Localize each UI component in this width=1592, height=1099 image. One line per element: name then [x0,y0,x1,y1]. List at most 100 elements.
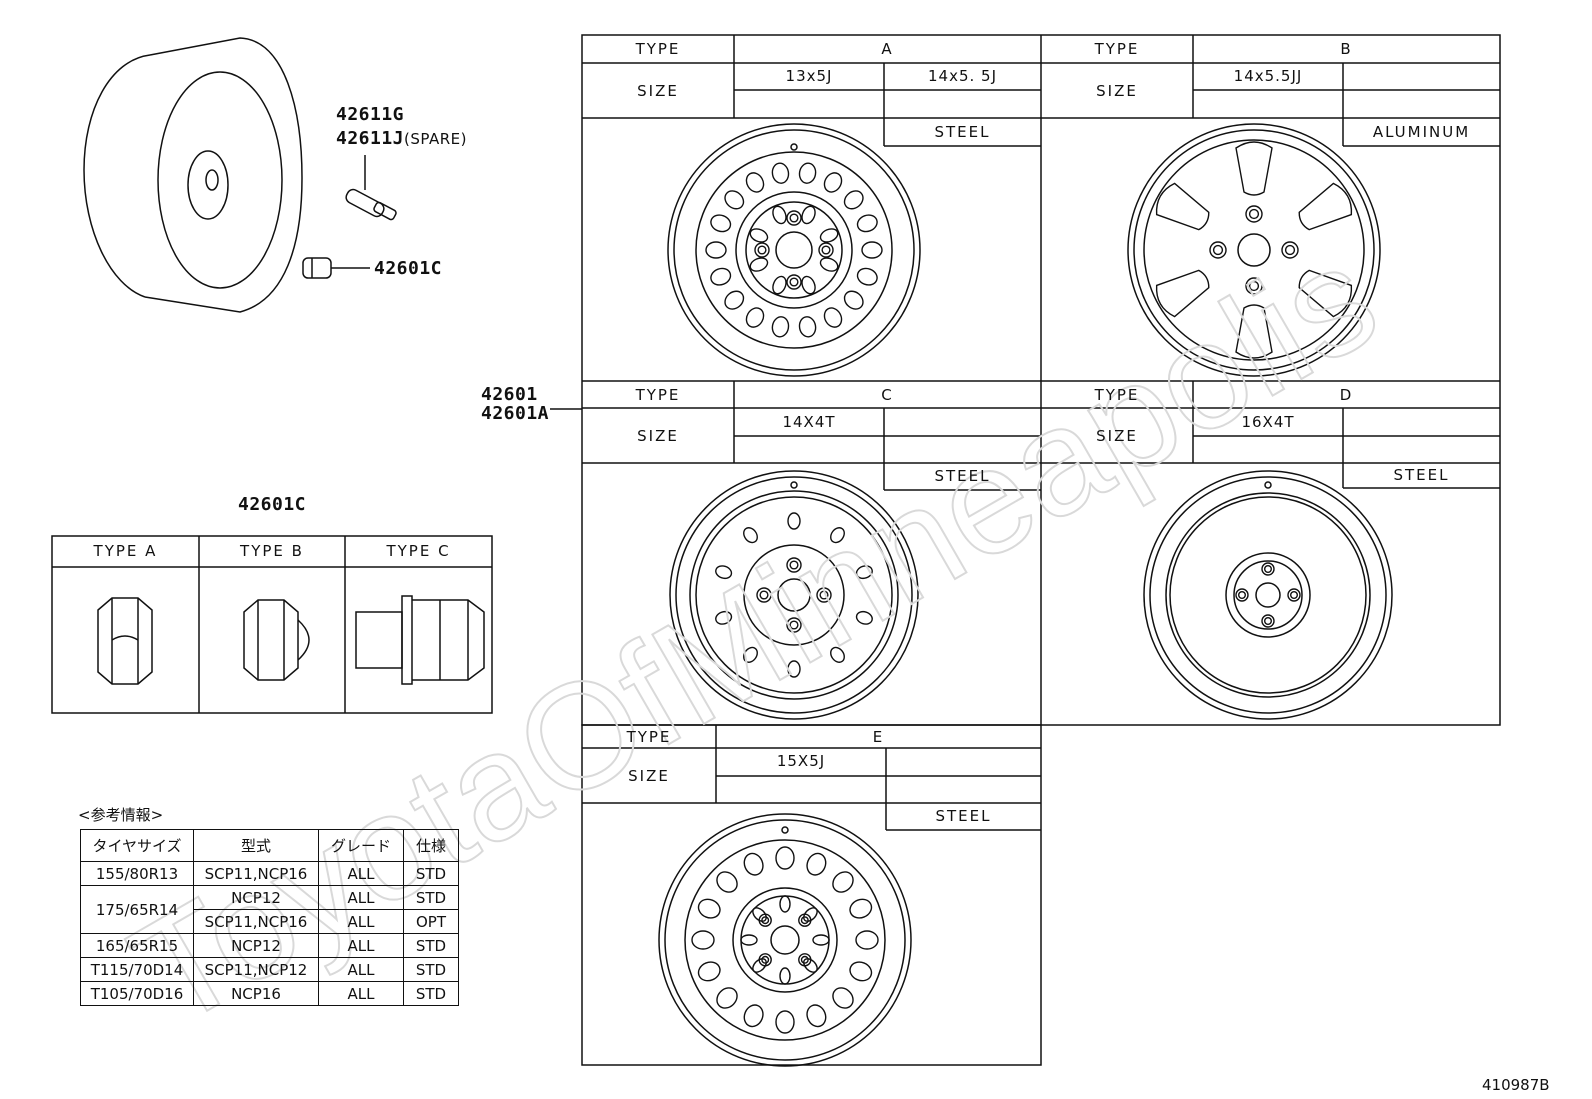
wheel-a-size-2: 14x5. 5J [927,67,997,85]
wheel-c-vent-hole [715,565,733,580]
wheel-a-hub-slot [801,275,816,295]
wheel-a-drawing [667,123,921,377]
wheel-e-hub-slot [803,907,818,922]
ref-cell: NCP12 [193,885,319,910]
wheel-c-vent-hole [743,646,758,663]
wheel-b-lug-hole [1248,280,1260,292]
ref-header-spec: 仕様 [403,829,459,862]
wheel-c-lug-hole [819,590,829,600]
wheel-b-spoke-window [1155,182,1210,231]
wheel-b-spoke-window [1298,269,1353,318]
wheel-c-type-label: TYPE [635,386,681,404]
ref-cell: ALL [318,981,404,1006]
wheel-c-vent-hole [715,610,733,625]
wheel-d-lug-hole [1263,617,1272,626]
wheel-e-hub-slot [803,958,818,973]
wheel-d-lug-hole [1235,588,1249,602]
wheel-e-hub-slot [740,934,758,946]
wheel-a-vent-hole [798,316,817,338]
wheel-b-lug-hole [1209,241,1227,259]
wheel-d-size-label: SIZE [1096,427,1138,445]
wheel-a-vent-hole [745,172,765,193]
wheel-a-vent-hole [710,214,732,233]
wheel-e-hub-slot [752,907,767,922]
wheel-a-lug-hole [818,242,834,258]
wheel-e-vent-hole [855,930,879,950]
lug-nut-small-icon [302,257,370,279]
wheel-d-lug-hole [1237,591,1246,600]
wheel-d-size-1: 16X4T [1241,413,1295,431]
wheel-a-vent-hole [710,267,732,286]
reference-header-row: タイヤサイズ 型式 グレード 仕様 [80,829,459,862]
wheel-d-type-label: TYPE [1094,386,1140,404]
table-row: SCP11,NCP16 ALL OPT [81,909,459,934]
wheel-a-size-label: SIZE [637,82,679,100]
ref-cell: STD [403,957,459,982]
wheel-c-size-label: SIZE [637,427,679,445]
wheel-c-vent-hole [855,610,873,625]
wheel-d-type: D [1339,386,1354,404]
wheel-e-vent-hole [775,1010,795,1034]
wheel-a-hub-slot [772,275,787,295]
part-number-42601c: 42601C [374,258,443,279]
wheel-a-lug-hole [786,210,802,226]
wheel-a-lug-hole [821,245,831,255]
ref-cell: ALL [318,861,404,886]
ref-cell: STD [403,933,459,958]
wheel-c-vent-hole [787,660,801,678]
ref-cell: NCP12 [193,933,319,958]
wheel-a-vent-hole [843,190,864,210]
wheel-a-vent-hole [745,307,765,328]
nut-type-a-icon [97,597,153,685]
nut-type-b-label: TYPE B [240,542,304,560]
ref-cell: STD [403,885,459,910]
wheel-b-material: ALUMINUM [1372,123,1471,141]
wheel-e-vent-hole [849,961,873,982]
wheel-d-lug-hole [1261,614,1275,628]
diagram-code: 410987B [1482,1076,1550,1094]
wheel-e-type: E [872,728,885,746]
wheel-d-drawing [1143,470,1393,720]
ref-header-grade: グレード [318,829,404,862]
wheel-e-lug-hole [761,955,770,964]
wheel-c-lug-hole [789,560,799,570]
wheel-a-hub-slot [801,205,816,225]
ref-cell: ALL [318,909,404,934]
wheel-a-hub-slot [749,228,769,243]
wheel-a-lug-hole [757,245,767,255]
nut-type-table [51,535,493,714]
nut-type-c-icon [355,595,485,685]
wheel-a-lug-hole [789,213,799,223]
wheel-c-vent-hole [830,646,845,663]
wheel-e-vent-hole [691,930,715,950]
wheel-e-material: STEEL [935,807,992,825]
wheel-a-vent-hole [823,172,843,193]
wheel-c-size-1: 14X4T [782,413,836,431]
wheel-e-lug-hole [761,916,770,925]
valve-stem-icon [345,155,397,221]
nut-type-c-label: TYPE C [386,542,451,560]
wheel-a-vent-hole [771,162,790,184]
wheel-b-drawing [1127,123,1381,377]
wheel-b-spoke-window [1155,269,1210,318]
table-row: 165/65R15 NCP12 ALL STD [80,933,459,958]
wheel-e-vent-hole [832,871,854,893]
wheel-e-vent-hole [743,852,764,876]
nut-type-a-label: TYPE A [93,542,158,560]
wheel-c-vent-hole [743,527,758,544]
wheel-c-material: STEEL [934,467,991,485]
wheel-e-size-label: SIZE [628,767,670,785]
wheel-c-drawing [669,470,919,720]
wheel-c-vent-hole [787,512,801,530]
wheel-a-vent-hole [843,290,864,310]
ref-cell: SCP11,NCP16 [193,861,319,886]
wheel-e-lug-hole [800,955,809,964]
ref-cell: 165/65R15 [80,933,194,958]
wheel-e-hub-slot [779,967,791,985]
part-number-42601a: 42601A [481,403,550,424]
wheel-c-type: C [881,386,894,404]
wheel-a-material: STEEL [934,123,991,141]
wheel-e-vent-hole [716,987,738,1009]
